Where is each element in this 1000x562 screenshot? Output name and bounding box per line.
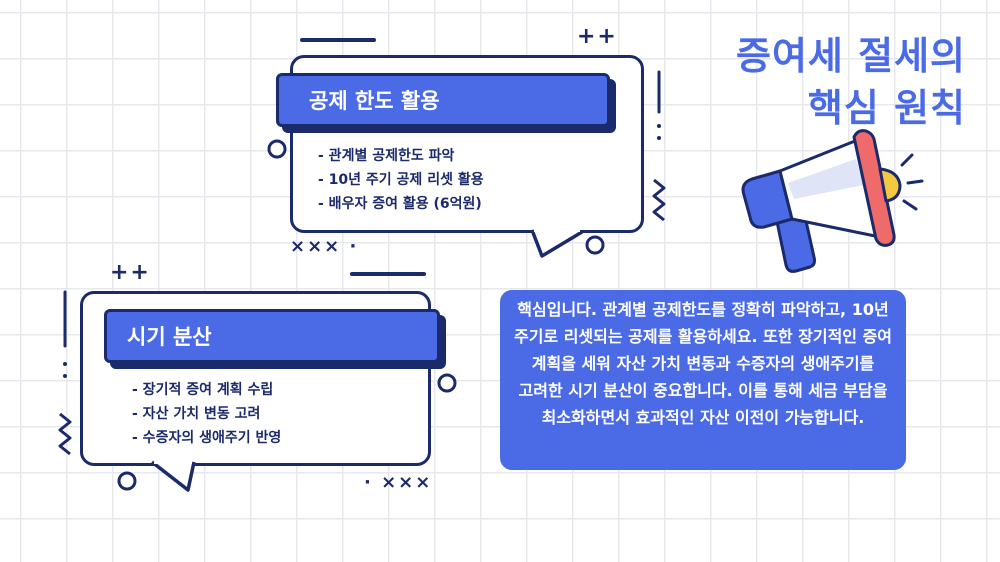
summary-box: 증여세 절세의 핵심은 '공제 한도 활용'과 '시기 분산'이 핵심입니다. … — [500, 290, 906, 470]
list-item: - 수증자의 생애주기 반영 — [132, 430, 282, 446]
list-item: - 장기적 증여 계획 수립 — [132, 382, 274, 398]
decor-plus: ++ — [577, 24, 618, 49]
decor-zigzag — [652, 178, 666, 222]
list-item: - 10년 주기 공제 리셋 활용 — [318, 172, 484, 188]
decor-zigzag — [58, 412, 72, 456]
decor-dots — [63, 290, 67, 378]
decor-x-marks: · ××× — [364, 472, 433, 493]
page-title: 증여세 절세의 핵심 원칙 — [736, 30, 966, 134]
card-timing-header: 시기 분산 — [104, 309, 440, 363]
list-item: - 관계별 공제한도 파악 — [318, 148, 455, 164]
speech-tail — [530, 226, 583, 258]
decor-circle — [267, 139, 287, 159]
decor-circle — [117, 471, 137, 491]
decor-plus: ++ — [110, 260, 151, 285]
summary-text: 증여세 절세의 핵심은 '공제 한도 활용'과 '시기 분산'이 핵심입니다. … — [513, 290, 893, 427]
card-deduction-title: 공제 한도 활용 — [309, 89, 440, 113]
decor-circle — [437, 373, 457, 393]
decor-line — [350, 272, 426, 276]
title-line-1: 증여세 절세의 — [736, 34, 966, 78]
card-deduction-header: 공제 한도 활용 — [276, 73, 610, 127]
megaphone-icon — [741, 129, 924, 273]
decor-circle — [585, 235, 605, 255]
card-deduction-list: - 관계별 공제한도 파악 - 10년 주기 공제 리셋 활용 - 배우자 증여… — [318, 144, 484, 216]
card-timing-list: - 장기적 증여 계획 수립 - 자산 가치 변동 고려 - 수증자의 생애주기… — [132, 378, 281, 450]
decor-x-marks: ××× · — [290, 236, 359, 257]
decor-line — [300, 38, 376, 42]
list-item: - 자산 가치 변동 고려 — [132, 406, 261, 422]
list-item: - 배우자 증여 활용 (6억원) — [318, 196, 482, 212]
speech-tail — [150, 457, 196, 492]
card-timing-title: 시기 분산 — [127, 325, 212, 349]
decor-dots — [657, 70, 661, 140]
title-line-2: 핵심 원칙 — [807, 86, 966, 130]
